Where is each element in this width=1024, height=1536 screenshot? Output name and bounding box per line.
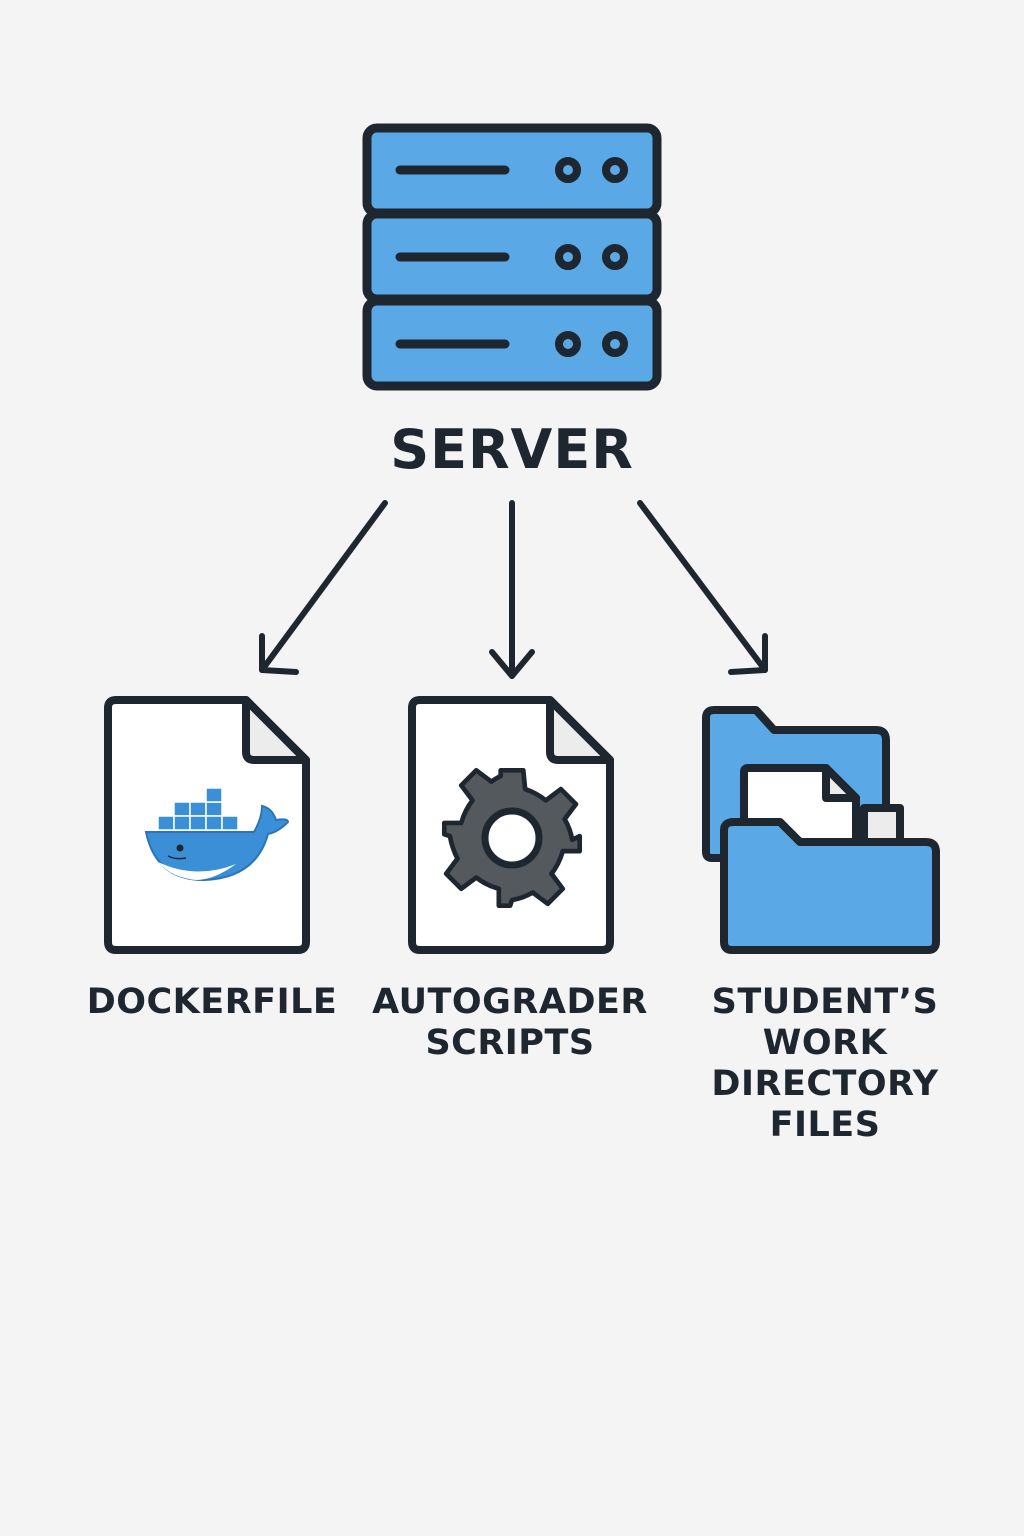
- student-label-line: STUDENT’S: [711, 982, 939, 1022]
- server-label: SERVER: [390, 418, 634, 481]
- student-label-line: FILES: [769, 1104, 881, 1145]
- dockerfile-label-line: DOCKERFILE: [86, 982, 338, 1022]
- student-label-line: DIRECTORY: [711, 1063, 939, 1104]
- arrow-to-dockerfile: [259, 500, 388, 675]
- dockerfile-label: DOCKERFILE: [62, 982, 362, 1023]
- server-unit: [362, 123, 662, 218]
- server-unit: [362, 209, 662, 304]
- folder-with-files-icon: [702, 706, 940, 954]
- docker-whale-icon: [144, 787, 290, 882]
- student-work-directory-files-label: STUDENT’S WORK DIRECTORY FILES: [680, 982, 970, 1146]
- student-label-line: WORK: [762, 1022, 888, 1063]
- gear-document-icon: [408, 696, 614, 954]
- front-folder: [720, 818, 940, 954]
- server-unit: [362, 296, 662, 391]
- server-rack-icon: [362, 123, 662, 391]
- autograder-scripts-label: AUTOGRADER SCRIPTS: [345, 982, 675, 1064]
- dockerfile-document-icon: [104, 696, 310, 954]
- autograder-label-line: AUTOGRADER: [372, 982, 648, 1022]
- autograder-label-line: SCRIPTS: [425, 1022, 595, 1063]
- arrow-to-student-files: [637, 500, 768, 675]
- arrow-to-autograder-scripts: [489, 500, 535, 679]
- gear-icon: [441, 767, 583, 909]
